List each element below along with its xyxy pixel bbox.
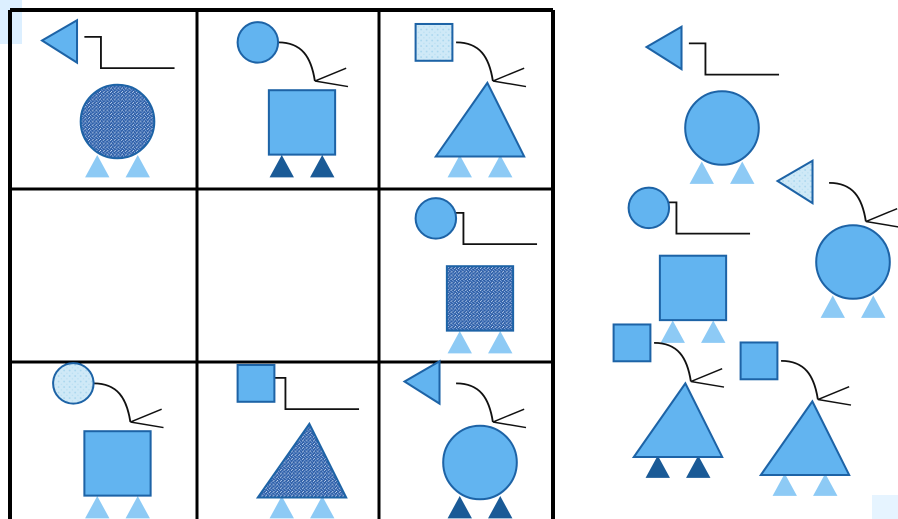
foot-icon xyxy=(449,497,471,517)
antenna-line xyxy=(447,213,537,244)
head-square-icon xyxy=(238,365,275,402)
figure xyxy=(416,24,526,177)
head-triangle-icon xyxy=(778,161,813,203)
body-square-icon xyxy=(84,431,150,495)
grid-cell-r1-c1[interactable] xyxy=(199,191,377,360)
antenna-curve xyxy=(781,361,818,400)
grid-cell-r0-c2[interactable] xyxy=(416,24,526,177)
foot-icon xyxy=(311,156,333,176)
antenna-line xyxy=(660,202,750,233)
figure xyxy=(741,342,851,495)
body-triangle-icon xyxy=(436,83,524,157)
head-circle-icon xyxy=(238,22,278,62)
foot-icon xyxy=(449,156,471,176)
antenna-line xyxy=(84,37,174,68)
foot-icon xyxy=(489,497,511,517)
whiskers xyxy=(866,209,898,227)
foot-icon xyxy=(86,156,108,176)
whiskers xyxy=(130,409,163,427)
head-triangle-icon xyxy=(405,361,440,403)
figure xyxy=(629,188,750,343)
figures-layer xyxy=(12,20,537,517)
foot-icon xyxy=(127,156,149,176)
foot-icon xyxy=(691,163,713,183)
antenna-curve xyxy=(654,343,691,382)
antenna-curve xyxy=(278,42,315,81)
body-triangle-icon xyxy=(258,424,346,498)
empty-cell-slot[interactable] xyxy=(12,191,195,360)
body-circle-icon xyxy=(443,426,517,500)
answer-options xyxy=(614,27,898,495)
antenna-curve xyxy=(456,383,493,422)
whiskers xyxy=(315,68,348,86)
antenna-curve xyxy=(829,183,866,222)
grid-cell-r2-c2[interactable] xyxy=(405,361,526,517)
body-square-icon xyxy=(269,90,335,154)
antenna-line xyxy=(269,378,359,409)
grid-cell-r0-c1[interactable] xyxy=(238,22,348,177)
foot-icon xyxy=(489,156,511,176)
head-square-icon xyxy=(741,342,778,379)
empty-cell-slot[interactable] xyxy=(199,191,377,360)
foot-icon xyxy=(687,457,709,477)
foot-icon xyxy=(449,332,471,352)
foot-icon xyxy=(86,497,108,517)
body-triangle-icon xyxy=(634,383,722,457)
head-triangle-icon xyxy=(647,27,682,69)
head-triangle-icon xyxy=(42,20,77,62)
foot-icon xyxy=(127,497,149,517)
foot-icon xyxy=(731,163,753,183)
foot-icon xyxy=(862,297,884,317)
foot-icon xyxy=(822,297,844,317)
grid-cell-r1-c0[interactable] xyxy=(12,191,195,360)
figure xyxy=(42,20,174,176)
body-square-icon xyxy=(447,266,513,330)
figure xyxy=(405,361,526,517)
foot-icon xyxy=(702,322,724,342)
antenna-curve xyxy=(94,383,131,422)
foot-icon xyxy=(814,475,836,495)
body-circle-icon xyxy=(816,225,890,299)
foot-icon xyxy=(271,156,293,176)
head-square-icon xyxy=(614,324,651,361)
figure xyxy=(778,161,898,317)
head-circle-icon xyxy=(416,198,456,238)
grid-cell-r2-c1[interactable] xyxy=(238,365,359,518)
antenna-line xyxy=(689,43,779,74)
foot-icon xyxy=(489,332,511,352)
body-square-icon xyxy=(660,256,726,320)
grid-cell-r1-c2[interactable] xyxy=(416,198,537,353)
grid-cell-r2-c0[interactable] xyxy=(53,363,163,518)
head-circle-icon xyxy=(629,188,669,228)
foot-icon xyxy=(662,322,684,342)
whiskers xyxy=(493,68,526,86)
body-circle-icon xyxy=(685,91,759,165)
head-square-icon xyxy=(416,24,453,61)
option-5[interactable] xyxy=(741,342,851,495)
foot-icon xyxy=(271,497,293,517)
head-circle-icon xyxy=(53,363,93,403)
figure xyxy=(416,198,537,353)
option-3[interactable] xyxy=(629,188,750,343)
grid-cell-r0-c0[interactable] xyxy=(42,20,174,176)
whiskers xyxy=(818,387,851,405)
whiskers xyxy=(691,369,724,387)
body-triangle-icon xyxy=(761,401,849,475)
foot-icon xyxy=(647,457,669,477)
option-2[interactable] xyxy=(778,161,898,317)
foot-icon xyxy=(774,475,796,495)
figure xyxy=(238,22,348,177)
body-circle-icon xyxy=(81,85,155,159)
foot-icon xyxy=(311,497,333,517)
antenna-curve xyxy=(456,42,493,81)
figure xyxy=(53,363,163,518)
whiskers xyxy=(493,409,526,427)
figure xyxy=(647,27,779,183)
figure xyxy=(614,324,724,477)
figure xyxy=(238,365,359,518)
option-1[interactable] xyxy=(647,27,779,183)
option-4[interactable] xyxy=(614,324,724,477)
